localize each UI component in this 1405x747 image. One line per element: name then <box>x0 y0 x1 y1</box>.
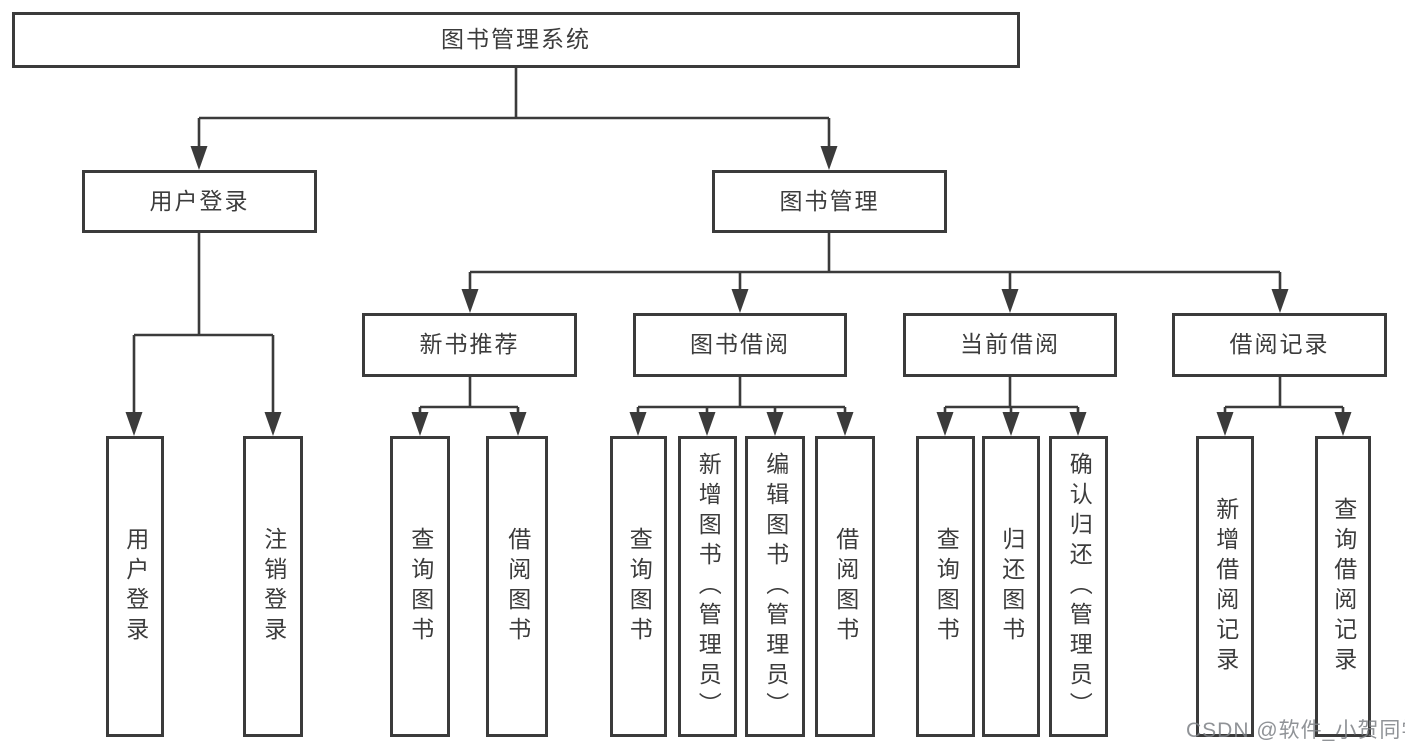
leaf-return-books: 归还图书 <box>982 436 1040 737</box>
node-library-system: 图书管理系统 <box>12 12 1020 68</box>
node-user-login: 用户登录 <box>82 170 317 233</box>
node-book-management: 图书管理 <box>712 170 947 233</box>
leaf-logout: 注销登录 <box>243 436 303 737</box>
leaf-query-books-borrow: 查询图书 <box>610 436 667 737</box>
node-current-borrowing-label: 当前借阅 <box>960 331 1060 358</box>
node-borrowing-records-label: 借阅记录 <box>1229 331 1330 358</box>
leaf-confirm-return-admin: 确认归还（管理员） <box>1049 436 1108 737</box>
node-book-borrowing-label: 图书借阅 <box>690 331 790 358</box>
node-book-borrowing: 图书借阅 <box>633 313 847 377</box>
node-user-login-label: 用户登录 <box>149 187 250 214</box>
leaf-edit-books-admin: 编辑图书（管理员） <box>745 436 805 737</box>
node-new-book-recommend: 新书推荐 <box>362 313 577 377</box>
node-library-system-label: 图书管理系统 <box>441 26 591 53</box>
leaf-borrow-books-recommend: 借阅图书 <box>486 436 548 737</box>
leaf-add-borrow-record: 新增借阅记录 <box>1196 436 1254 737</box>
csdn-watermark: CSDN @软件_小贺同学 <box>1186 719 1405 742</box>
node-new-book-recommend-label: 新书推荐 <box>419 331 520 358</box>
node-current-borrowing: 当前借阅 <box>903 313 1117 377</box>
node-book-management-label: 图书管理 <box>779 187 880 214</box>
leaf-query-books-recommend: 查询图书 <box>390 436 450 737</box>
node-borrowing-records: 借阅记录 <box>1172 313 1387 377</box>
leaf-user-login: 用户登录 <box>106 436 164 737</box>
arrowheads <box>125 146 1352 436</box>
leaf-query-borrow-record: 查询借阅记录 <box>1315 436 1371 737</box>
leaf-query-books-current: 查询图书 <box>916 436 975 737</box>
leaf-borrow-books: 借阅图书 <box>815 436 875 737</box>
leaf-add-books-admin: 新增图书（管理员） <box>678 436 737 737</box>
